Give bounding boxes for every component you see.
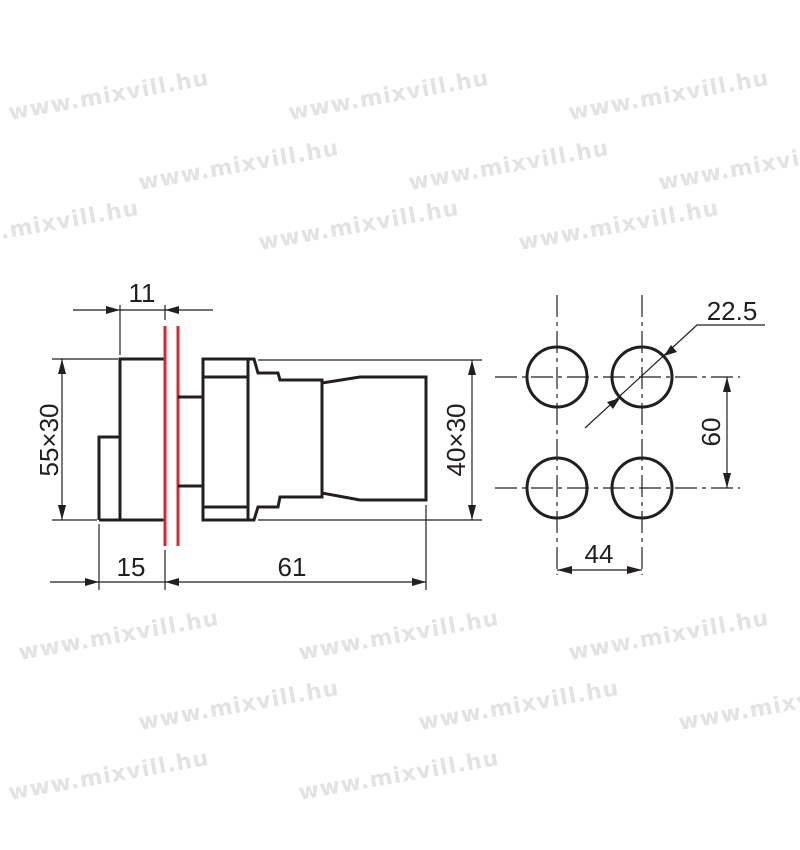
watermark: www.mixvill.hu xyxy=(567,66,771,126)
dimension-top: 11 xyxy=(73,278,213,355)
dimension-horizontal-spacing: 44 xyxy=(557,539,642,574)
watermark: www.mixvill.hu xyxy=(417,676,621,736)
rear-block xyxy=(97,357,165,522)
side-view xyxy=(97,326,428,546)
dimension-bottom: 15 61 xyxy=(50,505,427,590)
watermark: www.mixvill.hu xyxy=(407,136,611,196)
watermark: www.mixvill.hu xyxy=(0,196,141,256)
dimension-right: 40×30 xyxy=(258,359,482,521)
watermark: www.mixvill.hu xyxy=(297,606,501,666)
watermark: www.mixvill.hu xyxy=(657,136,800,196)
watermark: www.mixvill.hu xyxy=(17,606,221,666)
watermark: www.mixvill.hu xyxy=(567,606,771,666)
dimension-label: 55×30 xyxy=(34,403,64,476)
dimension-diameter: 22.5 xyxy=(584,296,765,429)
watermark: www.mixvill.hu xyxy=(517,196,721,256)
dimension-label: 15 xyxy=(117,552,146,582)
dimension-left: 55×30 xyxy=(34,358,118,521)
watermark: www.mixvill.hu xyxy=(137,676,341,736)
dimension-label: 61 xyxy=(278,552,307,582)
mounting-hole xyxy=(610,345,674,409)
panel-cutout-view xyxy=(495,295,740,575)
watermark: www.mixvill.hu xyxy=(257,196,461,256)
watermark: www.mixvill.hu xyxy=(287,66,491,126)
dimension-label: 40×30 xyxy=(441,403,471,476)
dimension-vertical-spacing: 60 xyxy=(696,377,731,488)
mounting-hole xyxy=(610,456,674,520)
mounting-hole xyxy=(525,345,589,409)
centerline xyxy=(495,295,740,575)
connector-stubs xyxy=(178,395,203,488)
watermark: www.mixvill.hu xyxy=(297,746,501,806)
dimension-label: 60 xyxy=(696,418,726,447)
watermark: www.mixvill.hu xyxy=(137,136,341,196)
watermark: www.mixvill.hu xyxy=(7,746,211,806)
watermark: www.mixvill.hu xyxy=(7,66,211,126)
mounting-nut xyxy=(201,357,428,522)
dimension-label: 22.5 xyxy=(707,296,758,326)
mounting-hole xyxy=(525,456,589,520)
dimension-label: 44 xyxy=(585,539,614,569)
dimension-label: 11 xyxy=(129,278,156,308)
watermark: www.mixvill.hu xyxy=(677,676,800,736)
